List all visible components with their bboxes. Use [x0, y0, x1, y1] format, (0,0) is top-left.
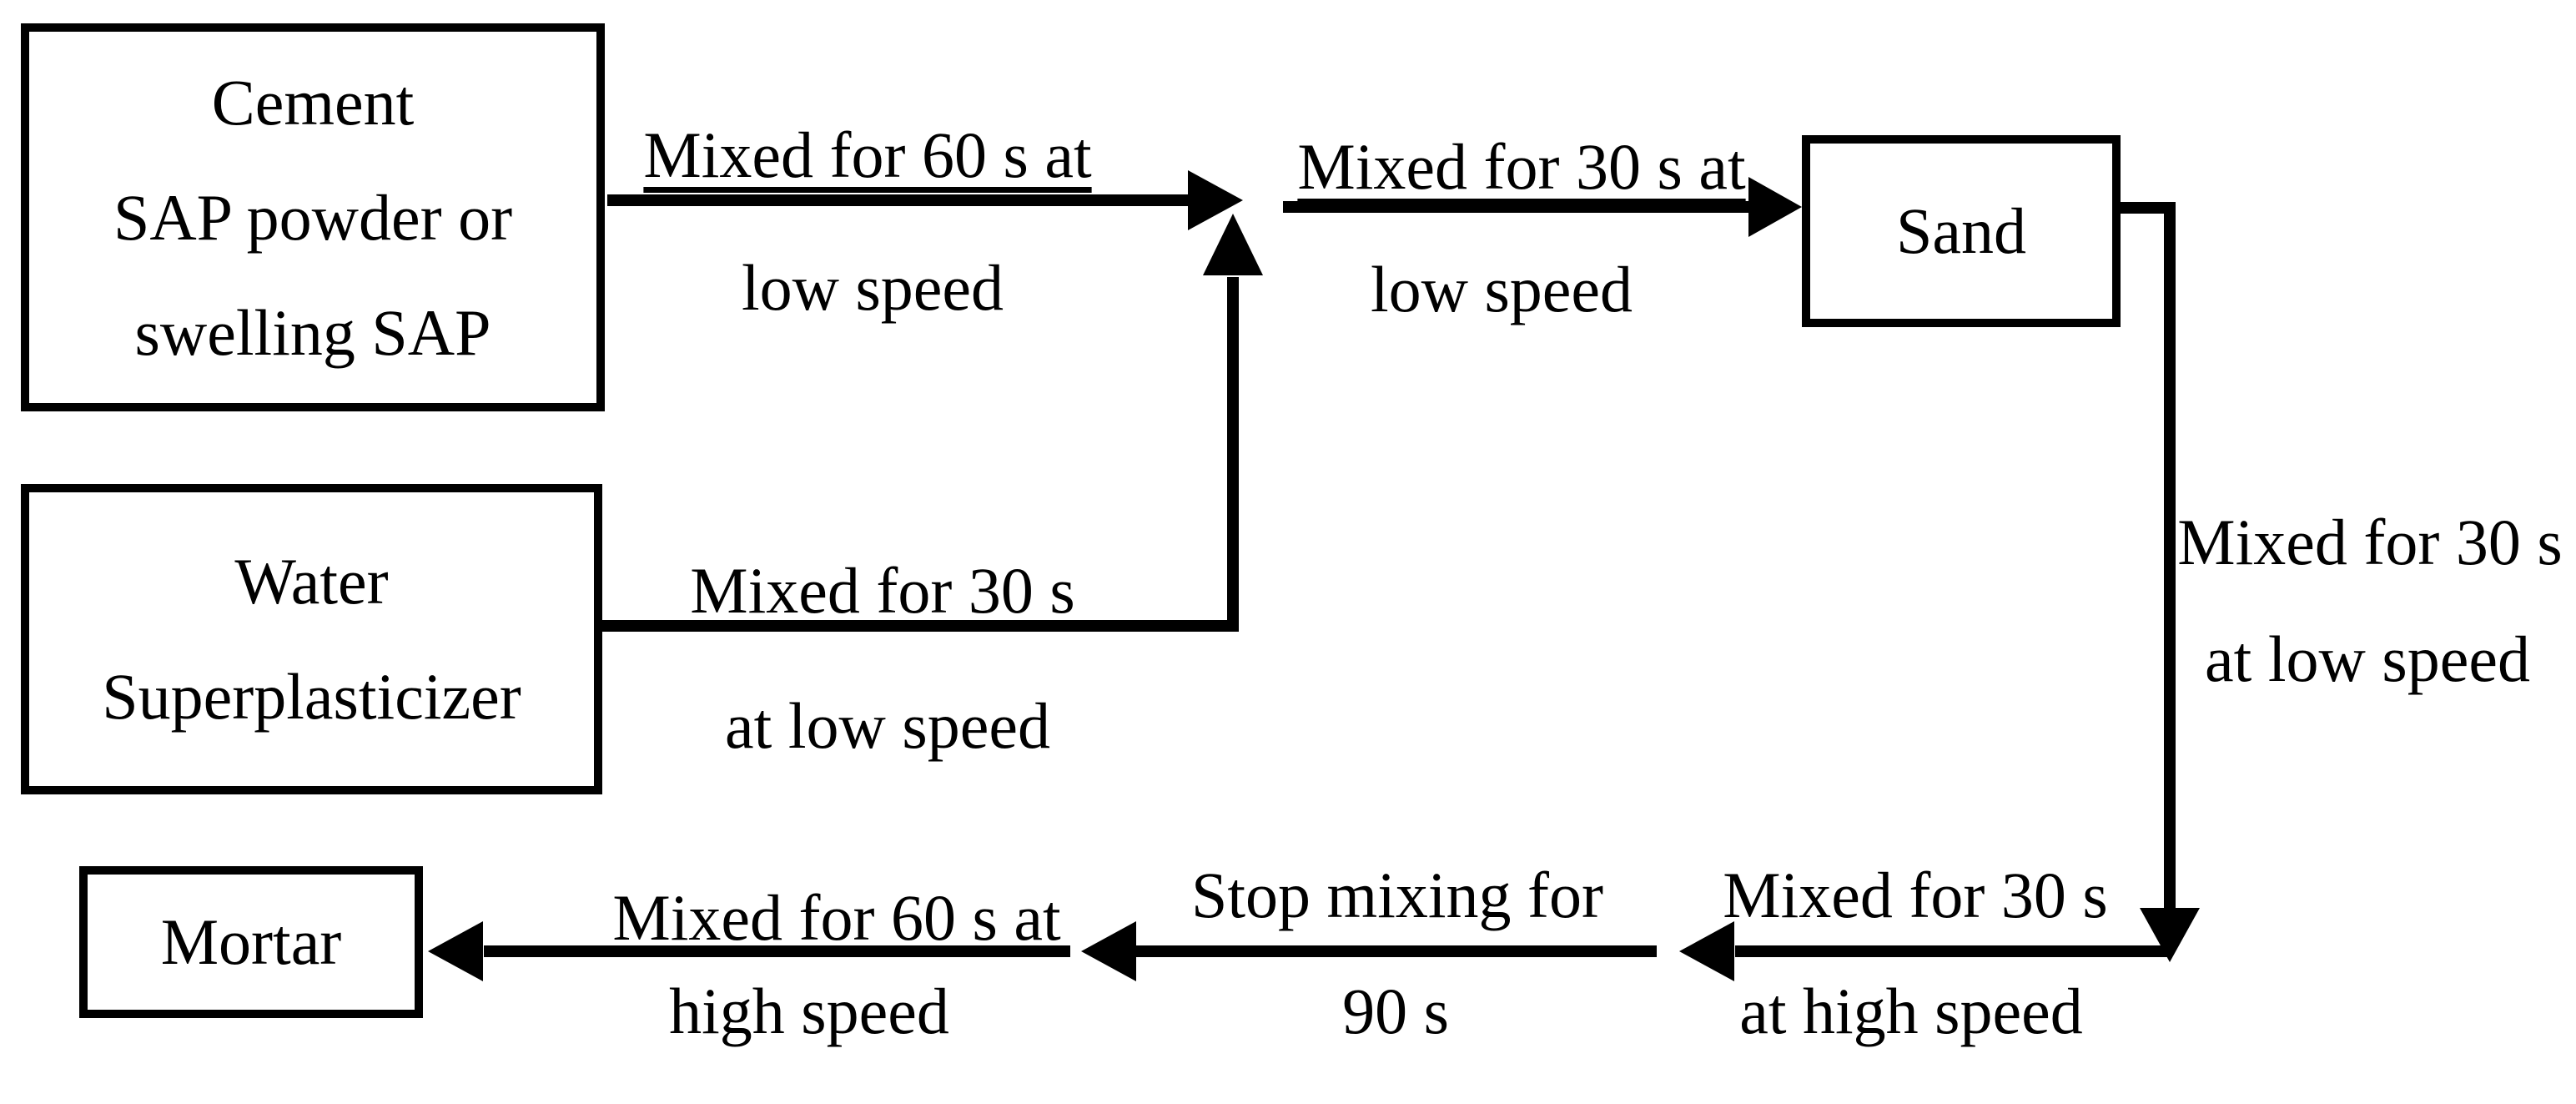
arrow-label-line: Mixed for 60 s at: [612, 881, 1061, 954]
arrow-label-line: Stop mixing for: [1190, 859, 1604, 931]
process-box-sand: Sand: [1802, 135, 2121, 327]
box-text-line: Mortar: [160, 905, 342, 978]
box-text-line: SAP powder or: [113, 180, 513, 254]
arrow-label-line: Mixed for 30 s: [1723, 859, 2108, 931]
box-text-line: Superplasticizer: [102, 660, 521, 733]
arrow-label-line: at high speed: [1739, 975, 2083, 1047]
arrow-water-up-head: [1203, 214, 1263, 275]
arrow-bottom-middle-head: [1081, 921, 1136, 981]
arrow-to-mortar-head: [428, 921, 483, 981]
arrow-sand-down-head: [2140, 908, 2200, 962]
arrow-junction-to-sand-head: [1748, 177, 1802, 237]
arrow-label-line: 90 s: [1342, 975, 1449, 1047]
arrow-label-line: at low speed: [2205, 623, 2530, 695]
box-text-line: Sand: [1896, 194, 2026, 267]
box-text-line: swelling SAP: [134, 295, 491, 369]
connector-water-to-junction: [602, 277, 1239, 632]
arrow-label-line: Mixed for 30 s: [690, 554, 1075, 627]
arrow-label-line: low speed: [1370, 253, 1633, 325]
box-text-line: Cement: [211, 65, 415, 139]
arrow-label-line: high speed: [669, 975, 949, 1047]
box-text-line: Water: [234, 545, 389, 618]
connector-sand-down: [2121, 202, 2176, 910]
arrow-label-line: low speed: [741, 251, 1004, 324]
arrow-cement-to-junction-head: [1188, 170, 1243, 230]
process-box-cement-sap: Cement SAP powder or swelling SAP: [21, 23, 605, 411]
process-box-water-superplasticizer: Water Superplasticizer: [21, 484, 602, 794]
arrow-label-line: at low speed: [725, 689, 1050, 762]
arrow-bottom-right-head: [1679, 921, 1734, 981]
process-box-mortar: Mortar: [79, 866, 423, 1018]
arrow-label-line: Mixed for 30 s: [2177, 506, 2563, 578]
arrow-label-line: Mixed for 30 s at: [1297, 130, 1746, 203]
arrow-label-line: Mixed for 60 s at: [643, 118, 1092, 191]
